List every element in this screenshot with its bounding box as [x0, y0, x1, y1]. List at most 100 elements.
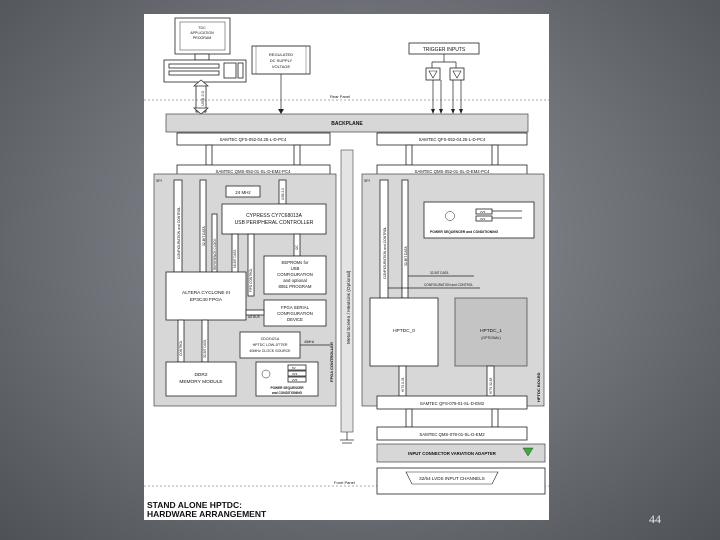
- eeprom-box: [263, 255, 327, 295]
- samtec-qms-078-label: SAMTEC QMS-078-01-SL-D-EM2: [419, 432, 485, 437]
- hptdc0-box: [369, 297, 439, 367]
- dc-supply-1: REGULATED: [269, 52, 293, 57]
- fpga-controller-label: FPGA CONTROLLER: [329, 342, 334, 382]
- data32-right-hlabel: 32-BIT DATA: [430, 271, 449, 275]
- hits1-label: HITS 32-63: [489, 377, 493, 394]
- clk40-label: 40MHz: [304, 340, 315, 344]
- data32-bus-right: [401, 179, 409, 299]
- samtec-qfs-right: [376, 132, 528, 146]
- eeprom-1: EEPROMs for: [282, 260, 310, 265]
- power-seq-left-2: and CONDITIONING: [272, 391, 303, 395]
- cdc-clock-box: [239, 331, 301, 359]
- page-number: 44: [649, 512, 661, 526]
- samtec-qfs-078-label: SAMTEC QFS-078-01-SL-D-EM2: [420, 401, 485, 406]
- rail-left-2: 3V3: [292, 372, 298, 376]
- data16-label: 16-BIT DATA: [233, 249, 237, 268]
- ddr2-box: [165, 361, 237, 397]
- fpga-serial-3: DEVICE: [287, 317, 303, 322]
- data32-lower-label: 32-BIT DATA: [203, 339, 207, 358]
- fpga-line-2: EP3C40 FPGA: [190, 297, 223, 303]
- fpga-line-1: ALTERA CYCLONE III: [182, 290, 230, 296]
- metal-screen-label: Metal Screen / Heatsink (Optional): [346, 270, 352, 344]
- cdc-2: HPTDC LOW-JITTER: [253, 343, 288, 347]
- data32-label: 32-BIT DATA: [202, 226, 206, 246]
- eeprom-2: USB: [291, 266, 300, 271]
- backplane-label: BACKPLANE: [331, 121, 363, 127]
- eeprom-5: 8051 PROGRAM: [279, 284, 312, 289]
- diagram-title-2: HARDWARE ARRANGEMENT: [147, 509, 267, 519]
- power-seq-left-1: POWER SEQUENCER: [270, 386, 304, 390]
- fpga-box: [165, 271, 247, 321]
- dc-supply-box: REGULATED DC SUPPLY VOLTAGE: [251, 45, 311, 114]
- fifo-control-label: FIFO CONTROL: [249, 268, 253, 292]
- block-diagram: TDC APPLICATION PROGRAM USB 2.0: [144, 17, 549, 519]
- usb-link-label: USB 2.0: [200, 90, 205, 106]
- samtec-qms-right-label: SAMTEC QMS-052-01-SL-D-EM2-PC4: [415, 169, 491, 174]
- hptdc1-optional: (OPTIONAL): [481, 336, 500, 340]
- dc-supply-3: VOLTAGE: [272, 64, 291, 69]
- pc-computer: TDC APPLICATION PROGRAM: [163, 17, 247, 83]
- as-bus-label: AS BUS: [248, 315, 260, 319]
- config-control-label: CONFIGURATION and CONTROL: [177, 207, 181, 259]
- rail-right-2: 3V3: [480, 217, 486, 221]
- dc-supply-2: DC SUPPLY: [270, 58, 293, 63]
- fpga-serial-1: FPGA SERIAL: [281, 305, 310, 310]
- fpga-serial-config-box: [263, 299, 327, 327]
- trigger-inputs: TRIGGER INPUTS: [408, 42, 480, 114]
- rail-left-1: 5V: [292, 366, 296, 370]
- power-seq-left: [255, 361, 319, 397]
- config-control-right-hlabel: CONFIGURATION and CONTROL: [424, 283, 473, 287]
- usb-short-label: USB 2.0: [281, 188, 285, 200]
- cypress-usb-controller: [221, 203, 327, 235]
- pc-label-2: APPLICATION: [190, 31, 214, 35]
- i2c-label: I2C: [295, 244, 299, 250]
- cdc-3: 40MHz CLOCK SOURCE: [249, 349, 291, 353]
- eeprom-3: CONFIGURATION: [277, 272, 313, 277]
- input-adapter-label: INPUT CONNECTOR VARIATION ADAPTER: [408, 451, 497, 456]
- power-seq-right-label: POWER SEQUENCER and CONDITIONING: [430, 230, 499, 234]
- eeprom-4: and optional: [283, 278, 306, 283]
- rear-panel-label: Rear Panel: [330, 94, 350, 99]
- cypress-line-2: USB PERIPHERAL CONTROLLER: [235, 220, 314, 226]
- cdc-1: CDCE421A: [261, 337, 280, 341]
- led-icon: [522, 447, 534, 457]
- rail-left-3: 2V5: [292, 378, 298, 382]
- spi-left-label: SPI: [156, 179, 162, 183]
- hits0-label: HITS 0-31: [401, 377, 405, 392]
- diagram-title-1: STAND ALONE HPTDC:: [147, 500, 242, 510]
- samtec-qms-078: [376, 426, 528, 441]
- samtec-qfs-left-label: SAMTEC QFS-052-04.25-L-D-PC4: [220, 137, 287, 142]
- samtec-qfs-left: [176, 132, 331, 146]
- backplane: BACKPLANE: [165, 113, 529, 133]
- samtec-qfs-right-label: SAMTEC QFS-052-04.25-L-D-PC4: [419, 137, 486, 142]
- ddr2-1: DDR2: [194, 372, 207, 378]
- pc-label-1: TDC: [198, 26, 206, 30]
- input-adapter: [376, 443, 546, 463]
- front-panel-label: Front Panel: [334, 480, 355, 485]
- usb-link: USB 2.0: [193, 79, 209, 115]
- hptdc0-label: HPTDC_0: [393, 328, 415, 334]
- samtec-qfs-078: [376, 395, 528, 410]
- fpga-serial-2: CONFIGURATION: [277, 311, 313, 316]
- clock-24mhz: [225, 185, 261, 198]
- trigger-inputs-label: TRIGGER INPUTS: [423, 47, 466, 53]
- reference-clock-label: REFERENCE CLOCK: [213, 238, 217, 270]
- hptdc-board-label: HPTDC BOARD: [536, 372, 541, 402]
- samtec-qms-left-label: SAMTEC QMS-052-01-SL-D-EM2-PC4: [216, 169, 292, 174]
- pc-label-3: PROGRAM: [193, 36, 212, 40]
- hptdc1-label: HPTDC_1: [480, 328, 502, 334]
- data32-bus: [199, 179, 207, 273]
- rail-right-1: 2V5: [480, 210, 486, 214]
- ddr2-2: MEMORY MODULE: [179, 379, 222, 385]
- config-control-right-label: CONFIGURATION and CONTROL: [383, 227, 387, 279]
- data32-right-label: 32-BIT DATA: [404, 246, 408, 266]
- control-label: CONTROL: [179, 340, 183, 356]
- diagram-sheet: TDC APPLICATION PROGRAM USB 2.0: [144, 14, 549, 520]
- lvds-label: 32/64 LVDS INPUT CHANNELS: [419, 476, 485, 481]
- lvds-connector-icon: [405, 471, 499, 485]
- spi-right-label: SPI: [364, 179, 370, 183]
- clock-24mhz-label: 24 MHz: [235, 190, 251, 195]
- cypress-line-1: CYPRESS CY7C68013A: [246, 213, 303, 219]
- hptdc1-box: [454, 297, 528, 367]
